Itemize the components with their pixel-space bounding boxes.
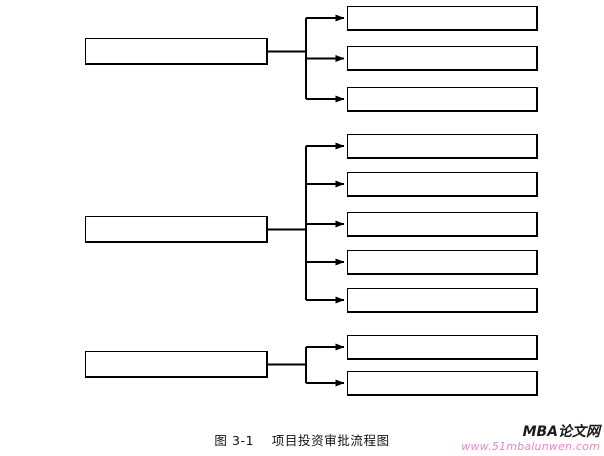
figure-caption: 图 3-1 项目投资审批流程图 (0, 430, 604, 449)
flowchart-node-leaf-2-5[interactable] (347, 287, 538, 313)
flowchart-node-leaf-3-2[interactable] (347, 370, 538, 396)
flowchart-node-leaf-3-1[interactable] (347, 334, 538, 360)
flowchart-node-leaf-2-2[interactable] (347, 171, 538, 197)
flowchart-node-root-3[interactable] (85, 351, 268, 378)
watermark-url: www.51mbalunwen.com (461, 440, 600, 454)
flowchart-node-leaf-1-2[interactable] (347, 46, 538, 71)
figure-caption-number: 图 3-1 (214, 433, 255, 448)
flowchart-node-root-1[interactable] (85, 38, 268, 65)
flowchart-node-leaf-2-1[interactable] (347, 133, 538, 159)
flowchart-node-root-2[interactable] (85, 216, 268, 243)
flowchart-node-leaf-1-3[interactable] (347, 86, 538, 112)
watermark-brand: MBA论文网 (522, 424, 600, 440)
figure-caption-title: 项目投资审批流程图 (271, 433, 390, 448)
flowchart-node-leaf-2-4[interactable] (347, 249, 538, 275)
watermark: MBA论文网 www.51mbalunwen.com (461, 424, 600, 454)
flowchart-node-leaf-1-1[interactable] (347, 5, 538, 31)
flowchart-node-leaf-2-3[interactable] (347, 211, 538, 237)
